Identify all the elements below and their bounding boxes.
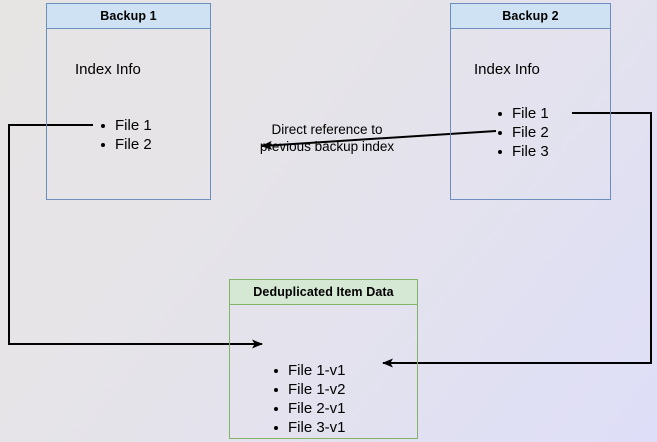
list-item: File 3-v1 bbox=[272, 418, 346, 437]
node-backup2[interactable]: Backup 2 Index Info File 1 File 2 File 3 bbox=[450, 3, 611, 200]
list-item: File 3 bbox=[496, 142, 549, 161]
edge-label-direct-reference: Direct reference to previous backup inde… bbox=[249, 121, 405, 155]
list-item: File 1-v1 bbox=[272, 361, 346, 380]
backup1-file-list: File 1 File 2 bbox=[99, 116, 152, 154]
list-item: File 2 bbox=[496, 123, 549, 142]
node-deduplicated-item-data[interactable]: Deduplicated Item Data File 1-v1 File 1-… bbox=[229, 279, 418, 439]
node-deduplicated-body: File 1-v1 File 1-v2 File 2-v1 File 3-v1 bbox=[230, 305, 417, 438]
edge-label-line-1: Direct reference to bbox=[271, 122, 383, 137]
node-backup1-header: Backup 1 bbox=[47, 4, 210, 29]
list-item: File 1 bbox=[496, 104, 549, 123]
node-backup1[interactable]: Backup 1 Index Info File 1 File 2 bbox=[46, 3, 211, 200]
list-item: File 2 bbox=[99, 135, 152, 154]
edge-label-line-2: previous backup index bbox=[259, 139, 395, 154]
list-item: File 1 bbox=[99, 116, 152, 135]
deduplicated-file-list: File 1-v1 File 1-v2 File 2-v1 File 3-v1 bbox=[272, 361, 346, 437]
node-backup1-body: Index Info File 1 File 2 bbox=[47, 29, 210, 199]
backup2-index-info-label: Index Info bbox=[474, 61, 540, 78]
list-item: File 2-v1 bbox=[272, 399, 346, 418]
node-backup2-body: Index Info File 1 File 2 File 3 bbox=[451, 29, 610, 199]
backup2-file-list: File 1 File 2 File 3 bbox=[496, 104, 549, 161]
backup1-index-info-label: Index Info bbox=[75, 61, 141, 78]
list-item: File 1-v2 bbox=[272, 380, 346, 399]
node-backup2-header: Backup 2 bbox=[451, 4, 610, 29]
node-deduplicated-header: Deduplicated Item Data bbox=[230, 280, 417, 305]
